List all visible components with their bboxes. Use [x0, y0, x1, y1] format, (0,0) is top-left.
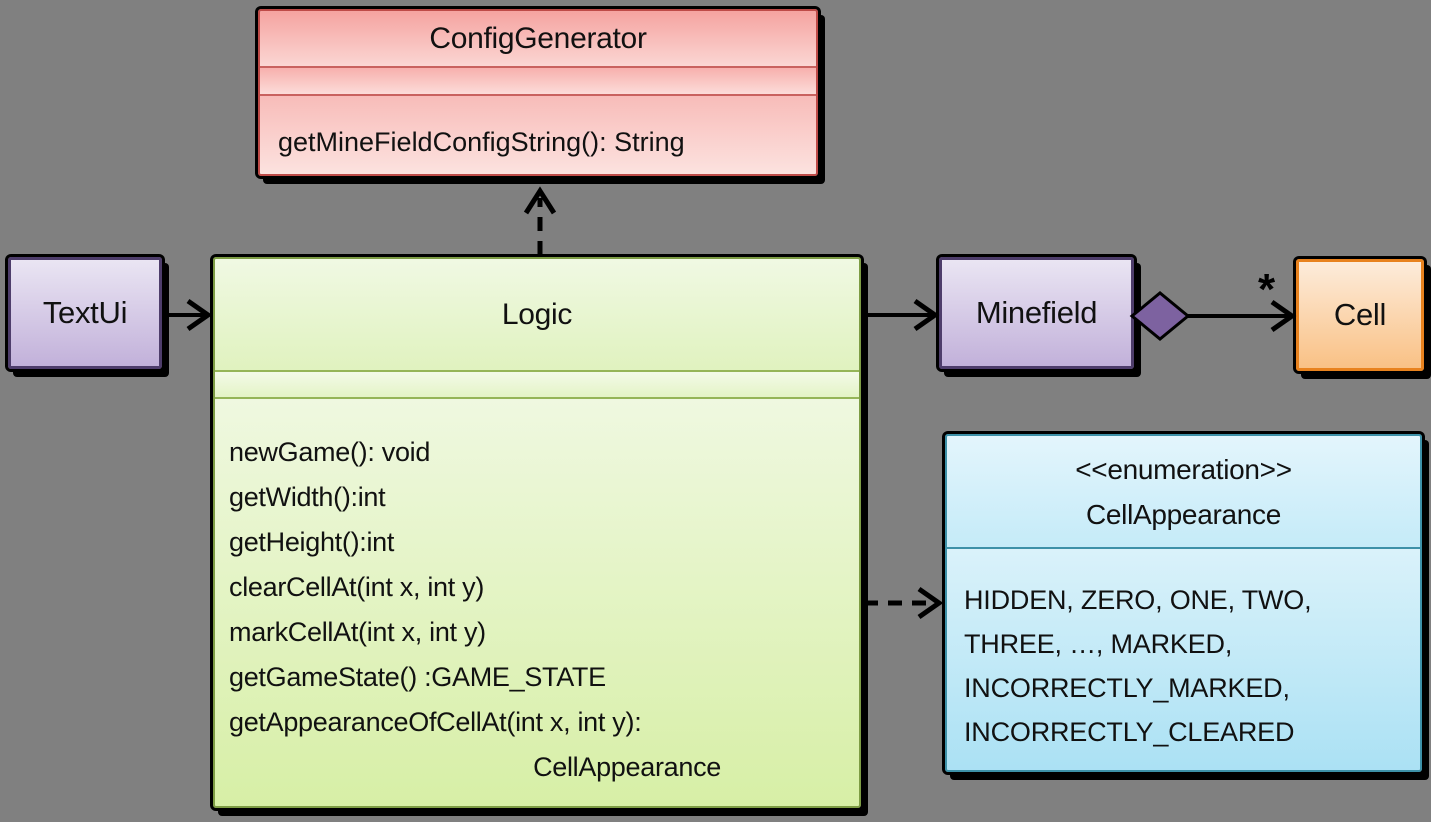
class-name-cell: Cell [1299, 262, 1421, 368]
class-name-minefield: Minefield [942, 260, 1131, 366]
method-getminefieldconfigstring: getMineFieldConfigString(): String [278, 126, 685, 157]
configgenerator-attributes-section [260, 66, 816, 94]
class-configgenerator: ConfigGenerator getMineFieldConfigString… [258, 9, 818, 176]
class-minefield: Minefield [939, 257, 1134, 369]
method-getwidth: getWidth():int [229, 482, 386, 512]
enumeration-literals-section: HIDDEN, ZERO, ONE, TWO, THREE, …, MARKED… [947, 547, 1420, 770]
association-logic-to-minefield [864, 298, 940, 332]
enum-literals-line: THREE, …, MARKED, [964, 629, 1233, 659]
class-name-logic: Logic [215, 259, 859, 370]
method-newgame: newGame(): void [229, 437, 431, 467]
enum-literals-line: HIDDEN, ZERO, ONE, TWO, [964, 585, 1312, 615]
class-name-cellappearance: CellAppearance [1085, 498, 1282, 530]
method-markcellat: markCellAt(int x, int y) [229, 617, 486, 647]
enumeration-stereotype: <<enumeration>> [1075, 453, 1292, 485]
enum-literals-line: INCORRECTLY_MARKED, [964, 673, 1290, 703]
enumeration-header: <<enumeration>> CellAppearance [947, 436, 1420, 547]
aggregation-diamond-icon [1129, 291, 1191, 341]
class-logic: Logic newGame(): void getWidth():int get… [213, 257, 861, 808]
class-name-configgenerator: ConfigGenerator [260, 11, 816, 66]
class-textui: TextUi [8, 257, 162, 369]
arrowhead-icon [917, 586, 944, 620]
method-return-type-cellappearance: CellAppearance [533, 752, 721, 782]
dependency-logic-to-configgenerator [523, 186, 557, 255]
arrowhead-icon [913, 298, 940, 332]
multiplicity-star-label: * [1258, 265, 1276, 314]
arrowhead-icon [186, 298, 213, 332]
class-cell: Cell [1296, 259, 1424, 371]
method-getgamestate: getGameState() :GAME_STATE [229, 662, 606, 692]
class-name-textui: TextUi [11, 260, 159, 366]
method-clearcellat: clearCellAt(int x, int y) [229, 572, 485, 602]
dependency-logic-to-cellappearance [864, 586, 944, 620]
association-textui-to-logic [165, 298, 213, 332]
logic-attributes-section [215, 370, 859, 397]
arrowhead-icon [523, 186, 557, 215]
logic-methods-section: newGame(): void getWidth():int getHeight… [215, 397, 859, 806]
enumeration-cellappearance: <<enumeration>> CellAppearance HIDDEN, Z… [945, 434, 1422, 772]
configgenerator-methods-section: getMineFieldConfigString(): String [260, 94, 816, 174]
enum-literals-line: INCORRECTLY_CLEARED [964, 717, 1295, 747]
method-getappearanceofcellat: getAppearanceOfCellAt(int x, int y): [229, 707, 642, 737]
method-getheight: getHeight():int [229, 527, 395, 557]
